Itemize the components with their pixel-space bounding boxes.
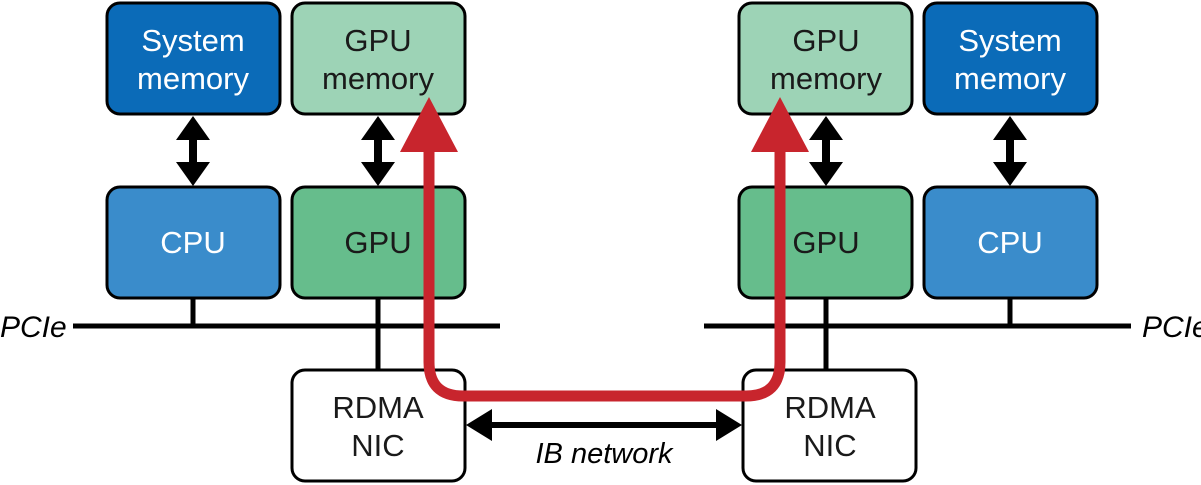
right-nic-label-1: RDMA — [784, 390, 876, 425]
pcie-label-right: PCIe — [1142, 311, 1201, 344]
path-arrowhead-left — [400, 97, 458, 152]
double-arrow-right-gpu — [809, 116, 843, 186]
right-gpu-label: GPU — [792, 225, 859, 260]
left-nic-label-1: RDMA — [332, 390, 424, 425]
left-nic-label-2: NIC — [351, 428, 404, 463]
left-cpu-label: CPU — [160, 225, 225, 260]
left-gpu-memory-box: GPU memory — [290, 1, 467, 116]
right-cpu-box: CPU — [922, 185, 1099, 300]
left-system-memory-box: System memory — [105, 1, 282, 116]
right-system-memory-label-1: System — [958, 23, 1061, 58]
left-system-memory-label-1: System — [141, 23, 244, 58]
ib-network-label: IB network — [536, 438, 674, 470]
right-system-memory-box: System memory — [922, 1, 1099, 116]
double-arrow-left-cpu — [176, 116, 210, 186]
right-gpu-memory-label-2: memory — [770, 61, 882, 96]
path-arrowhead-right — [751, 97, 809, 152]
right-nic-box: RDMA NIC — [741, 368, 918, 483]
double-arrow-left-gpu — [361, 116, 395, 186]
left-gpu-memory-label-1: GPU — [344, 23, 411, 58]
right-gpu-memory-label-1: GPU — [792, 23, 859, 58]
right-gpu-box: GPU — [737, 185, 914, 300]
left-nic-box: RDMA NIC — [290, 368, 467, 483]
pcie-label-left: PCIe — [0, 311, 67, 344]
left-gpu-label: GPU — [344, 225, 411, 260]
right-system-memory-label-2: memory — [954, 61, 1066, 96]
left-system-memory-label-2: memory — [137, 61, 249, 96]
left-gpu-memory-label-2: memory — [322, 61, 434, 96]
gpudirect-rdma-path — [400, 97, 809, 402]
left-cpu-box: CPU — [105, 185, 282, 300]
right-cpu-label: CPU — [977, 225, 1042, 260]
ib-network-arrow — [466, 409, 742, 441]
double-arrow-right-cpu — [993, 116, 1027, 186]
right-gpu-memory-box: GPU memory — [737, 1, 914, 116]
right-nic-label-2: NIC — [803, 428, 856, 463]
left-gpu-box: GPU — [290, 185, 467, 300]
